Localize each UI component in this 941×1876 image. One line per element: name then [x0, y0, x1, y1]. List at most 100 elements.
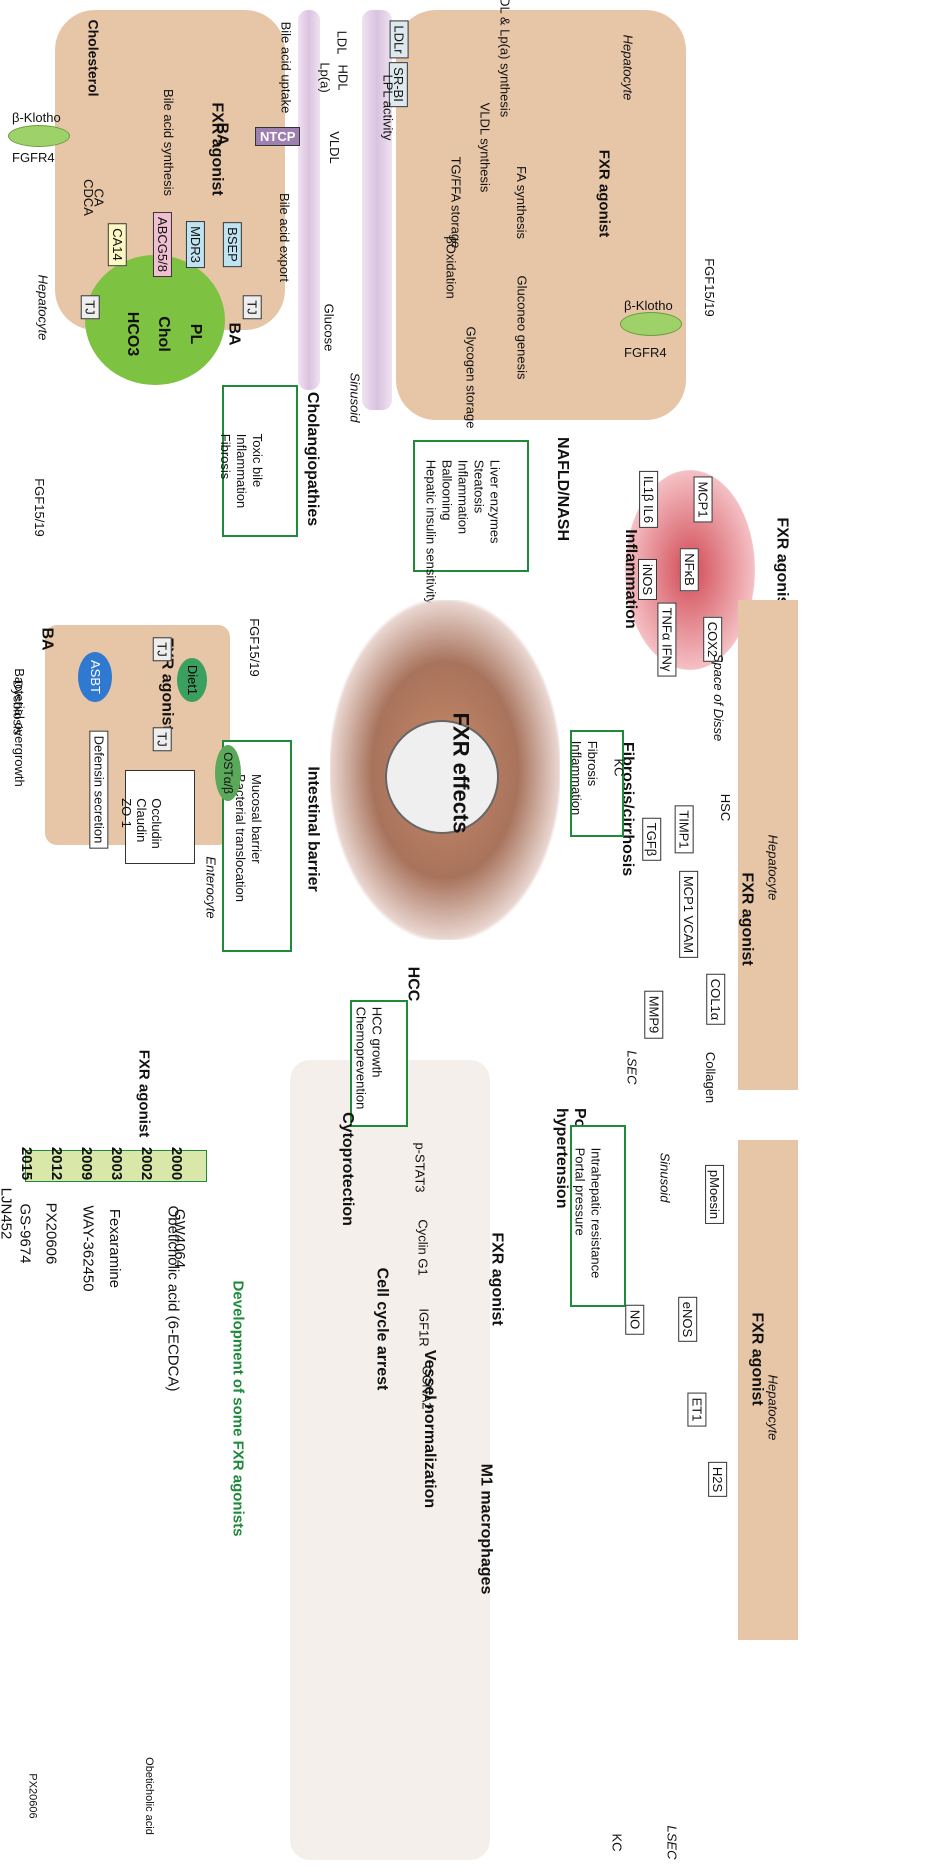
- cholangiopathies-box: Toxic bile Inflammation Fibrosis: [218, 385, 298, 537]
- portal-enos: eNOS: [678, 1296, 698, 1343]
- plasma-glucose: Glucose: [321, 303, 337, 352]
- hcc-agonist: FXR agonist: [488, 1232, 506, 1326]
- hepatocyte-left-title: Hepatocyte: [35, 274, 51, 341]
- junction-item: ZO-1: [118, 798, 134, 828]
- transporter-abcg58: ABCG5/8: [152, 212, 172, 277]
- metab-item-glycogen: Glycogen storage: [463, 326, 479, 429]
- metab-item-tg: TG/FFA storage: [448, 156, 464, 249]
- portal-item: Portal pressure: [572, 1147, 588, 1236]
- fibrosis-item: Inflammation: [569, 740, 585, 816]
- nafld-item: Inflammation: [455, 459, 471, 535]
- fibrosis-timp1: TIMP1: [674, 805, 694, 854]
- ldlr-receptor: LDLr: [389, 20, 409, 59]
- development-side-label: FXR agonist: [135, 1049, 153, 1138]
- hsc-label: HSC: [718, 793, 734, 822]
- asbt-transporter: ASBT: [78, 652, 112, 702]
- compound-gs9674: GS-9674: [16, 1203, 34, 1264]
- hcc-title: HCC: [404, 966, 422, 1002]
- portal-et1: ET1: [687, 1392, 707, 1427]
- fgfr4-label-left: FGFR4: [12, 150, 55, 165]
- transporter-ca14: CA14: [107, 223, 127, 266]
- year-2002: 2002: [138, 1146, 156, 1181]
- intestinal-barrier-title: Intestinal barrier: [304, 766, 322, 892]
- cholangiopathies-title: Cholangiopathies: [304, 391, 322, 527]
- metab-item-vldl: VLDL synthesis: [477, 102, 493, 193]
- hcc-cycling1: Cyclin G1: [415, 1219, 431, 1276]
- hepatocyte-metabolism-panel: [396, 10, 686, 420]
- inflammation-agonist: FXR agonist: [773, 517, 791, 611]
- nafld-item: Steatosis: [471, 459, 487, 514]
- cytokine-il1b: IL1β IL6: [639, 470, 659, 529]
- plasma-lpl: LPL activity: [380, 74, 396, 141]
- sinusoid-vessel-left: [298, 10, 320, 390]
- inflammation-title: Inflammation: [621, 529, 639, 629]
- metab-item-beta: βOxidation: [443, 236, 459, 299]
- product-pl: PL: [187, 323, 205, 345]
- fibrosis-mcp1-vcam: MCP1 VCAM: [679, 870, 699, 959]
- compound-px20606: PX20606: [42, 1202, 60, 1265]
- year-2003: 2003: [108, 1146, 126, 1181]
- portal-lsec-label: LSEC: [664, 1825, 680, 1860]
- collagen-label: Collagen: [703, 1051, 719, 1104]
- hcc-box: HCC growth Chemoprevention: [350, 1000, 408, 1127]
- compound-ljn452: LJN452: [0, 1187, 15, 1240]
- plasma-hdl: HDL: [335, 64, 351, 91]
- nafld-item: Liver enzymes: [487, 459, 503, 544]
- hcc-tissue: [290, 1060, 490, 1860]
- intestine-tj-a: TJ: [152, 637, 172, 662]
- plasma-vldl: VLDL: [326, 131, 342, 164]
- fgf-label-right: FGF15/19: [701, 258, 717, 317]
- fibrosis-tgfb: TGFβ: [642, 817, 662, 862]
- product-hco3: HCO3: [124, 311, 142, 357]
- hcc-item: Chemoprevention: [353, 1006, 369, 1110]
- year-2000: 2000: [168, 1146, 186, 1181]
- structure-px20606: PX20606: [26, 1773, 39, 1819]
- cholangio-item: Inflammation: [234, 433, 250, 509]
- product-ba: BA: [225, 322, 243, 346]
- nafld-item: Hepatic insulin sensitivity: [423, 459, 439, 605]
- ba-label-bile: BA: [213, 122, 231, 146]
- klotho-receptor-right: [620, 312, 682, 336]
- fxr-agonist-bile: FXR agonist: [208, 102, 226, 196]
- fibrosis-hepatocyte-band: [738, 600, 798, 1090]
- fgf-circulating-label: FGF15/19: [31, 478, 47, 537]
- fibrosis-item: Fibrosis: [585, 740, 601, 787]
- portal-hepatocyte-band: [738, 1140, 798, 1640]
- klotho-label-left: β-Klotho: [12, 110, 61, 125]
- kc-label-fibrosis: KC: [611, 758, 627, 777]
- compound-fexaramine: Fexaramine: [106, 1208, 124, 1289]
- sinusoid-vessel: [362, 10, 392, 410]
- nafld-title: NAFLD/NASH: [554, 437, 571, 541]
- intestine-item: Mucosal barrier: [248, 774, 264, 864]
- hcc-vessel: Vessel normalization: [421, 1349, 439, 1509]
- overgrowth-label: Bacterial overgrowth: [11, 668, 27, 787]
- tight-junction-left-b: TJ: [242, 295, 262, 320]
- compound-oca: Obeticholic acid (6-ECDCA): [164, 1205, 182, 1392]
- metab-item-gluconeo: Gluconeo genesis: [514, 275, 530, 380]
- hcc-cytoprotection: Cytoprotection: [338, 1112, 356, 1226]
- metab-item-fa: FA synthesis: [513, 166, 529, 239]
- cdca-label: CDCA: [80, 179, 96, 216]
- klotho-label-right: β-Klotho: [624, 298, 673, 313]
- compound-way: WAY-362450: [79, 1205, 97, 1292]
- portal-hepatocyte-label: Hepatocyte: [765, 1374, 781, 1441]
- nafld-box: Liver enzymes Steatosis Inflammation Bal…: [413, 440, 529, 604]
- enterocyte-label: Enterocyte: [203, 856, 219, 919]
- portal-no: NO: [625, 1304, 645, 1335]
- fibrosis-box: Fibrosis Inflammation: [569, 730, 624, 837]
- cholangio-item: Fibrosis: [218, 433, 234, 480]
- nafld-item: Ballooning: [439, 459, 455, 521]
- year-2012: 2012: [48, 1146, 66, 1181]
- year-2009: 2009: [78, 1146, 96, 1181]
- hcc-cell-cycle: Cell cycle arrest: [373, 1267, 391, 1391]
- fxr-agonist-metabolism: FXR agonist: [595, 149, 613, 238]
- portal-kc-label: KC: [609, 1833, 625, 1852]
- defensin-box: Defensin secretion: [89, 730, 109, 849]
- year-2015: 2015: [18, 1146, 36, 1181]
- cytokine-mcp1: MCP1: [693, 476, 713, 523]
- cytokine-tnf: TNFα IFNγ: [657, 602, 677, 677]
- bile-acid-synthesis-label: Bile acid synthesis: [160, 89, 176, 196]
- junction-item: Occludin: [148, 798, 164, 849]
- intestine-ba: BA: [38, 627, 56, 651]
- plasma-lpa: Lp(a): [317, 62, 333, 93]
